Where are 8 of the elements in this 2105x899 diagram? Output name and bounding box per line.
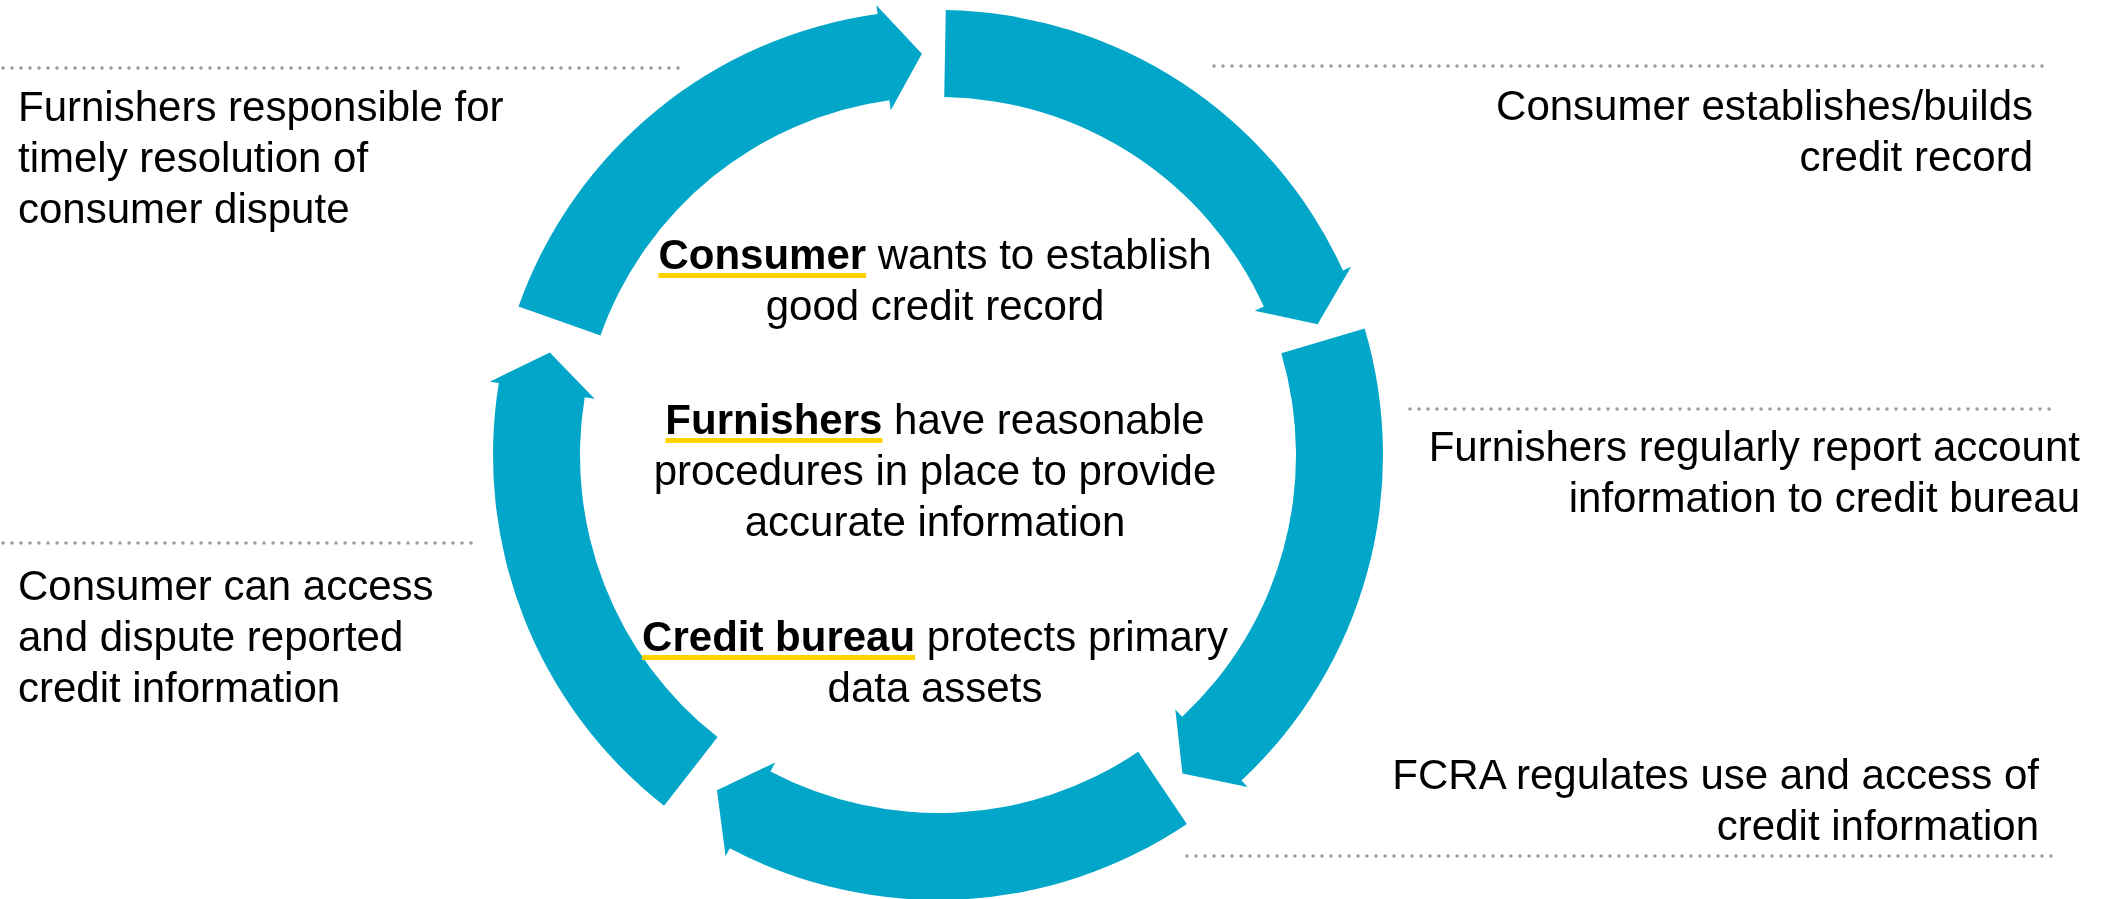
stage-description: Furnishers regularly report account information to credit bureau [1427,422,2080,523]
stage-description: Furnishers responsible for timely resolution of consumer dispute [18,82,505,234]
stage-description: Consumer can access and dispute reported credit information [18,561,435,713]
stage-description: Consumer establishes/builds credit record [1495,81,2033,182]
cycle-center-text: Consumer wants to establish good credit record [657,230,1213,331]
cycle-center-text: Furnishers have reasonable procedures in place to provide accurate information [652,395,1218,547]
cycle-center-text: Credit bureau protects primary data assets [641,612,1229,713]
stage-description: FCRA regulates use and access of credit information [1391,750,2039,851]
